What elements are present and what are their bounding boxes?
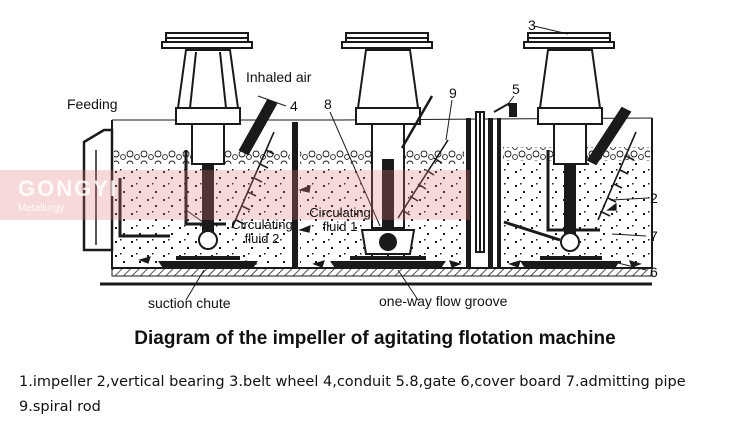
label-circulating-fluid-1: Circulating fluid 1	[309, 205, 371, 234]
label-number-5: 5	[512, 81, 520, 97]
label-number-2: 2	[650, 190, 658, 206]
flow-arrows	[138, 185, 642, 268]
partition-walls	[292, 118, 501, 268]
label-number-8: 8	[324, 96, 332, 112]
agitator-unit-3	[520, 32, 632, 269]
label-suction-chute: suction chute	[148, 295, 231, 311]
label-number-3: 3	[528, 17, 536, 33]
watermark-band	[0, 170, 470, 220]
label-number-6: 6	[650, 264, 658, 280]
gates	[400, 95, 517, 253]
label-inhaled-air: Inhaled air	[246, 69, 312, 85]
flotation-machine-drawing	[82, 25, 653, 301]
label-number-9: 9	[449, 85, 457, 101]
leader-lines	[185, 25, 649, 301]
label-circulating-fluid-2: Circulating fluid 2	[231, 217, 293, 246]
diagram-title: Diagram of the impeller of agitating flo…	[134, 328, 616, 349]
feeding-box	[82, 128, 114, 252]
label-one-way-flow-groove: one-way flow groove	[379, 293, 508, 309]
diagram-legend: 1.impeller 2,vertical bearing 3.belt whe…	[19, 374, 686, 415]
watermark-brand: GONGYI	[18, 176, 119, 201]
agitator-unit-1	[158, 32, 278, 269]
label-number-4: 4	[290, 98, 298, 114]
agitator-unit-2	[330, 32, 446, 269]
watermark-sub: Metallurgy	[18, 203, 65, 214]
label-number-7: 7	[650, 228, 658, 244]
label-feeding: Feeding	[67, 96, 118, 112]
